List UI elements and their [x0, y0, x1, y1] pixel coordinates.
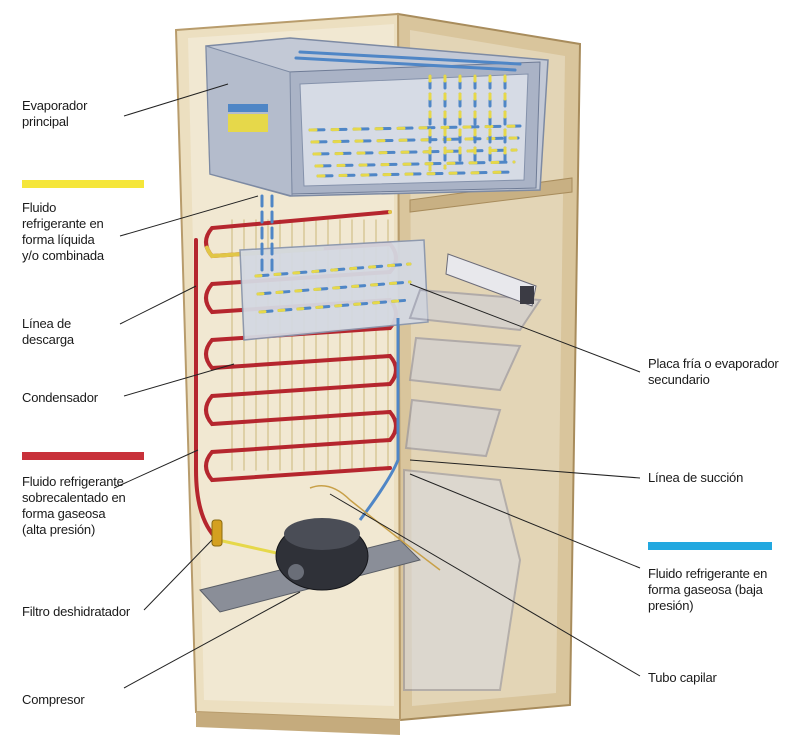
compressor — [199, 518, 421, 613]
main-evaporator — [205, 37, 549, 197]
door-compartment-box — [445, 253, 537, 307]
leader-lines — [113, 83, 641, 689]
legend-swatch-low-gas — [648, 542, 772, 550]
label-placa-fria: Placa fría o evaporador secundario — [648, 356, 779, 387]
label-condensador: Condensador — [22, 390, 98, 405]
label-fluido-liquido: Fluido refrigerante en forma líquida y/o… — [22, 200, 104, 263]
label-tubo-capilar: Tubo capilar — [648, 670, 717, 685]
cold-plate — [239, 194, 429, 341]
door-shelves — [403, 288, 542, 691]
label-filtro-deshidratador: Filtro deshidratador — [22, 604, 130, 619]
label-compresor: Compresor — [22, 692, 85, 707]
suction-line — [309, 318, 441, 571]
legend-swatch-hot-gas — [22, 452, 144, 460]
label-linea-succion: Línea de succión — [648, 470, 744, 485]
label-linea-descarga: Línea de descarga — [22, 316, 74, 347]
label-evaporador-principal: Evaporador principal — [22, 98, 88, 129]
label-fluido-sobrecalentado: Fluido refrigerante sobrecalentado en fo… — [22, 474, 126, 537]
filter-dryer — [211, 519, 223, 547]
legend-swatch-liquid — [22, 180, 144, 188]
label-fluido-baja-presion: Fluido refrigerante en forma gaseosa (ba… — [648, 566, 768, 613]
